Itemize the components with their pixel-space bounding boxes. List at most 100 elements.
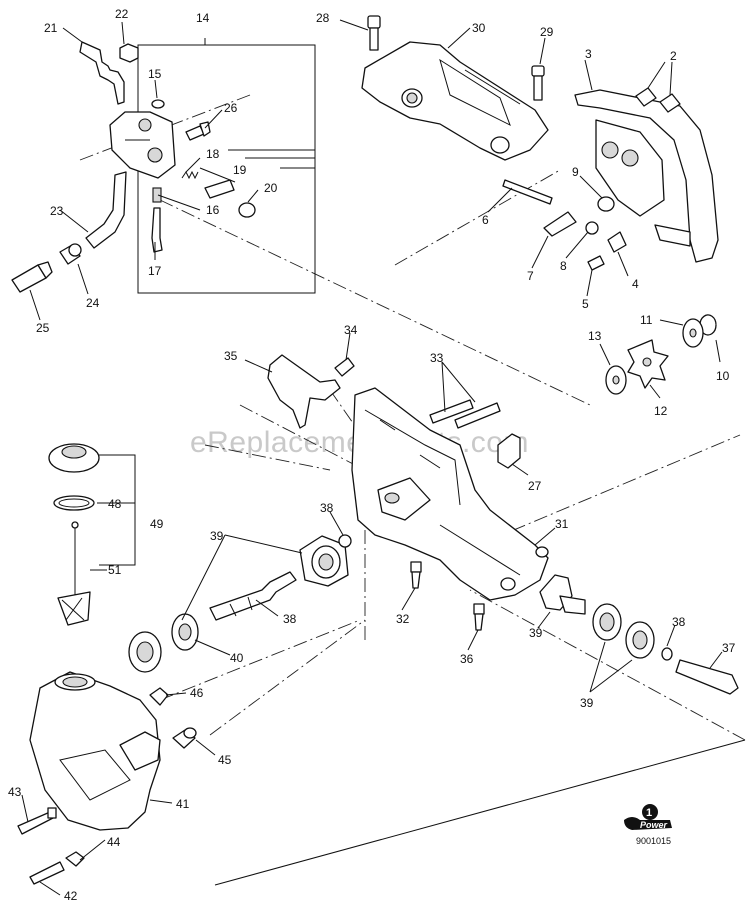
callout-44: 42 — [64, 889, 78, 903]
part-12-star-knob — [627, 339, 669, 389]
part-36-screw — [473, 603, 485, 631]
callout-15: 15 — [148, 67, 162, 81]
callout-22: 22 — [115, 7, 129, 21]
callout-21: 21 — [44, 21, 58, 35]
part-28-bolt — [367, 15, 381, 51]
part-31-gearcase — [351, 387, 549, 601]
logo-swoosh — [624, 817, 672, 830]
part-46-sleeve — [65, 851, 85, 867]
callout-4: 4 — [632, 277, 639, 291]
callout-29: 29 — [540, 25, 554, 39]
callout-26: 26 — [224, 101, 238, 115]
part-39-bearings — [592, 603, 655, 659]
callout-48: 46 — [190, 686, 204, 700]
callout-36: 36 — [460, 652, 474, 666]
part-37-shaft — [675, 659, 739, 695]
part-11-hole — [689, 328, 697, 338]
callout-51: 51 — [108, 563, 122, 577]
callout-12: 12 — [654, 404, 668, 418]
part-43-gearcase-body — [29, 671, 161, 831]
callout-14: 14 — [196, 11, 210, 25]
callout-2: 2 — [670, 49, 677, 63]
callout-labels: 21 22 14 15 26 18 19 20 16 17 23 24 25 2… — [8, 7, 736, 903]
callout-38-upper: 38 — [320, 501, 334, 515]
part-34-screw — [334, 357, 355, 377]
callout-32: 32 — [396, 612, 410, 626]
callout-37: 37 — [722, 641, 736, 655]
part-42-gear-bearing — [128, 613, 199, 673]
callout-25: 25 — [36, 321, 50, 335]
logo-circle — [642, 804, 658, 820]
part-39-shaft — [209, 571, 297, 621]
part-16-spring — [152, 187, 162, 203]
part-51-dipstick — [57, 521, 91, 626]
part-50-o-ring — [53, 495, 95, 511]
callout-27: 27 — [528, 479, 542, 493]
part-17-needle — [151, 207, 163, 253]
part-41-bearing — [299, 535, 349, 587]
callout-39-shaft: 38 — [283, 612, 297, 626]
part-25-plug — [11, 261, 53, 293]
callout-40: 39 — [529, 626, 543, 640]
part-49-cap — [48, 443, 136, 566]
callout-3: 3 — [585, 47, 592, 61]
part-44-bolt — [29, 861, 65, 885]
callout-39-bearings: 39 — [580, 696, 594, 710]
callout-8: 8 — [560, 259, 567, 273]
part-38-washer-upper — [338, 534, 352, 548]
brand-logo: 1 Power 9001015 — [624, 804, 672, 846]
bracket-14 — [137, 38, 316, 294]
callout-33: 33 — [430, 351, 444, 365]
callout-41: 39 — [210, 529, 224, 543]
part-38-washer-lower — [661, 647, 673, 661]
assembly-lines — [79, 94, 746, 741]
callout-13: 13 — [588, 329, 602, 343]
callout-47: 45 — [218, 753, 232, 767]
part-29-bolt — [531, 65, 545, 101]
callout-38-lower: 38 — [672, 615, 686, 629]
part-21-tube — [79, 41, 125, 105]
part-5-screw — [587, 255, 605, 271]
part-30-clamp-housing — [361, 41, 549, 161]
part-13-hole — [612, 375, 620, 385]
callout-24: 24 — [86, 296, 100, 310]
callout-18: 18 — [206, 147, 220, 161]
part-26-screw — [185, 121, 211, 141]
callout-16: 16 — [206, 203, 220, 217]
callout-34: 34 — [344, 323, 358, 337]
part-6-pin — [502, 179, 553, 205]
part-27-sleeve — [497, 433, 521, 469]
part-4-bracket — [607, 231, 627, 253]
callout-6: 6 — [482, 213, 489, 227]
part-32-screw — [410, 561, 422, 589]
part-23-hose — [85, 171, 127, 249]
part-18-spring — [181, 170, 199, 180]
callout-49: 49 — [150, 517, 164, 531]
part-40-pinion — [539, 574, 586, 615]
callout-50: 48 — [108, 497, 122, 511]
part-2-plugs — [635, 87, 681, 113]
callout-28: 28 — [316, 11, 330, 25]
callout-17: 17 — [148, 264, 162, 278]
part-48-bushing — [149, 687, 169, 706]
callout-43: 41 — [176, 797, 190, 811]
logo-code: 9001015 — [636, 836, 671, 846]
callout-20: 20 — [264, 181, 278, 195]
part-3-guard — [574, 89, 719, 263]
logo-circle-number: 1 — [646, 807, 652, 819]
callout-23: 23 — [50, 204, 64, 218]
callout-30: 30 — [472, 21, 486, 35]
part-33-pins — [429, 399, 501, 429]
callout-31: 31 — [555, 517, 569, 531]
part-8-washer — [585, 221, 599, 235]
callout-11: 11 — [640, 313, 653, 327]
callout-19: 19 — [233, 163, 247, 177]
part-45-bolt — [17, 807, 57, 835]
part-carburetor-body — [109, 111, 176, 179]
part-19-pin — [204, 179, 235, 199]
callout-10: 10 — [716, 369, 730, 383]
callout-7: 7 — [527, 269, 534, 283]
part-24-bushing — [59, 243, 82, 265]
part-35-plate — [267, 354, 341, 429]
